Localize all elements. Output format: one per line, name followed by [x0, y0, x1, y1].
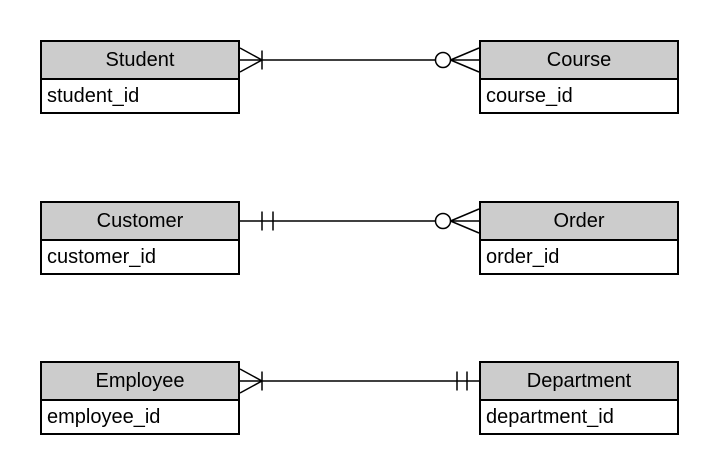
attribute-row[interactable]: employee_id [42, 401, 238, 433]
attribute-label: student_id [47, 84, 140, 107]
attribute-label: department_id [486, 405, 614, 428]
crowfoot-prong [239, 47, 263, 61]
cardinality-one-or-many-icon [239, 368, 263, 394]
entity-header: Department [481, 363, 677, 401]
crowfoot-prong [239, 59, 263, 73]
entity-title: Course [546, 48, 612, 71]
entity-employee[interactable]: Employee employee_id [40, 361, 240, 435]
attribute-row[interactable]: department_id [481, 401, 677, 433]
crowfoot-prong [450, 59, 480, 73]
entity-header: Order [481, 203, 677, 241]
attribute-row[interactable]: student_id [42, 80, 238, 112]
cardinality-one-or-many-icon [239, 47, 263, 73]
entity-header: Employee [42, 363, 238, 401]
relationship-customer-order[interactable] [240, 208, 480, 234]
entity-department[interactable]: Department department_id [479, 361, 679, 435]
relationship-employee-department[interactable] [239, 368, 479, 394]
entity-order[interactable]: Order order_id [479, 201, 679, 275]
crowfoot-prong [450, 47, 480, 61]
attribute-label: course_id [486, 84, 573, 107]
entity-customer[interactable]: Customer customer_id [40, 201, 240, 275]
zero-circle [434, 51, 452, 69]
zero-circle [434, 212, 452, 230]
crowfoot-prong [450, 220, 480, 234]
crowfoot-prong [239, 368, 263, 382]
cardinality-exactly-one-icon [261, 211, 274, 231]
entity-title: Customer [96, 209, 184, 232]
entity-header: Customer [42, 203, 238, 241]
attribute-label: customer_id [47, 245, 156, 268]
attribute-label: order_id [486, 245, 560, 268]
entity-title: Department [526, 369, 632, 392]
attribute-row[interactable]: customer_id [42, 241, 238, 273]
cardinality-exactly-one-icon [456, 371, 468, 391]
relationship-student-course[interactable] [239, 47, 480, 73]
crowfoot-prong [450, 208, 480, 222]
entity-title: Student [105, 48, 175, 71]
entity-header: Student [42, 42, 238, 80]
attribute-row[interactable]: order_id [481, 241, 677, 273]
cardinality-zero-or-many-icon [434, 47, 480, 73]
crowfoot-prong [239, 380, 263, 394]
entity-student[interactable]: Student student_id [40, 40, 240, 114]
cardinality-zero-or-many-icon [434, 208, 480, 234]
attribute-label: employee_id [47, 405, 161, 428]
entity-course[interactable]: Course course_id [479, 40, 679, 114]
entity-header: Course [481, 42, 677, 80]
entity-title: Employee [95, 369, 185, 392]
attribute-row[interactable]: course_id [481, 80, 677, 112]
entity-title: Order [553, 209, 605, 232]
